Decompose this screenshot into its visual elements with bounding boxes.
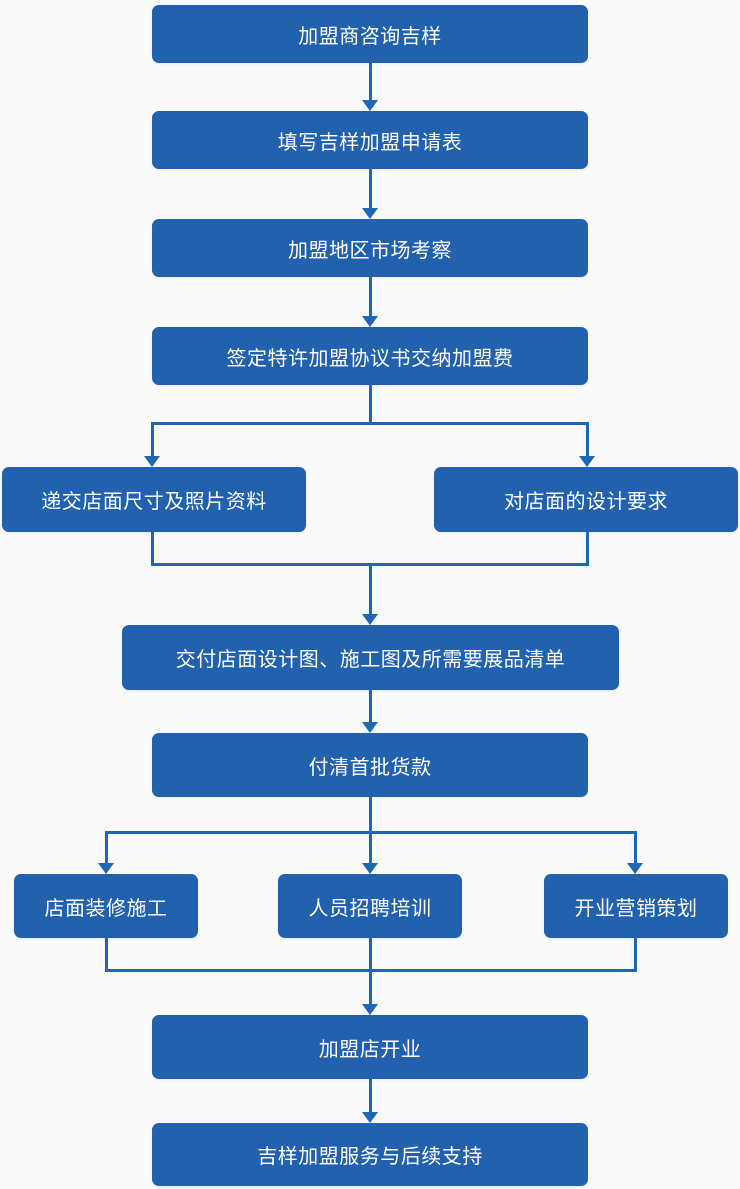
connector-arrow bbox=[362, 1004, 378, 1015]
node-followup-support: 吉样加盟服务与后续支持 bbox=[152, 1123, 588, 1186]
connector-line bbox=[634, 831, 637, 863]
connector-line bbox=[369, 969, 372, 1004]
node-consult: 加盟商咨询吉样 bbox=[152, 5, 588, 63]
connector-line bbox=[369, 385, 372, 425]
node-store-opening: 加盟店开业 bbox=[152, 1015, 588, 1079]
connector-line bbox=[151, 532, 154, 566]
node-recruitment-training: 人员招聘培训 bbox=[278, 874, 462, 938]
connector-line bbox=[586, 422, 589, 456]
connector-line bbox=[369, 831, 372, 863]
connector-line bbox=[369, 797, 372, 833]
connector-arrow bbox=[362, 863, 378, 874]
connector-line bbox=[369, 563, 372, 614]
connector-arrow bbox=[144, 456, 160, 467]
connector-line bbox=[369, 938, 372, 972]
connector-arrow bbox=[98, 863, 114, 874]
connector-line bbox=[369, 690, 372, 722]
node-pay-first-order: 付清首批货款 bbox=[152, 733, 588, 797]
connector-arrow bbox=[362, 316, 378, 327]
node-sign-agreement: 签定特许加盟协议书交纳加盟费 bbox=[152, 327, 588, 385]
connector-arrow bbox=[362, 100, 378, 111]
connector-line bbox=[105, 831, 108, 863]
node-submit-store-info: 递交店面尺寸及照片资料 bbox=[2, 467, 306, 532]
node-design-requirements: 对店面的设计要求 bbox=[434, 467, 738, 532]
connector-arrow bbox=[627, 863, 643, 874]
connector-line bbox=[151, 422, 154, 456]
connector-line bbox=[369, 169, 372, 209]
connector-arrow bbox=[579, 456, 595, 467]
connector-line bbox=[151, 422, 589, 425]
node-application-form: 填写吉样加盟申请表 bbox=[152, 111, 588, 169]
node-renovation: 店面装修施工 bbox=[14, 874, 198, 938]
node-marketing-plan: 开业营销策划 bbox=[544, 874, 728, 938]
connector-line bbox=[586, 532, 589, 566]
connector-line bbox=[105, 938, 108, 972]
node-deliver-design: 交付店面设计图、施工图及所需要展品清单 bbox=[122, 625, 619, 690]
connector-line bbox=[369, 277, 372, 317]
connector-line bbox=[369, 63, 372, 101]
connector-arrow bbox=[362, 722, 378, 733]
connector-arrow bbox=[362, 1112, 378, 1123]
node-market-survey: 加盟地区市场考察 bbox=[152, 219, 588, 277]
connector-line bbox=[369, 1079, 372, 1112]
connector-line bbox=[634, 938, 637, 972]
connector-arrow bbox=[362, 614, 378, 625]
connector-arrow bbox=[362, 208, 378, 219]
